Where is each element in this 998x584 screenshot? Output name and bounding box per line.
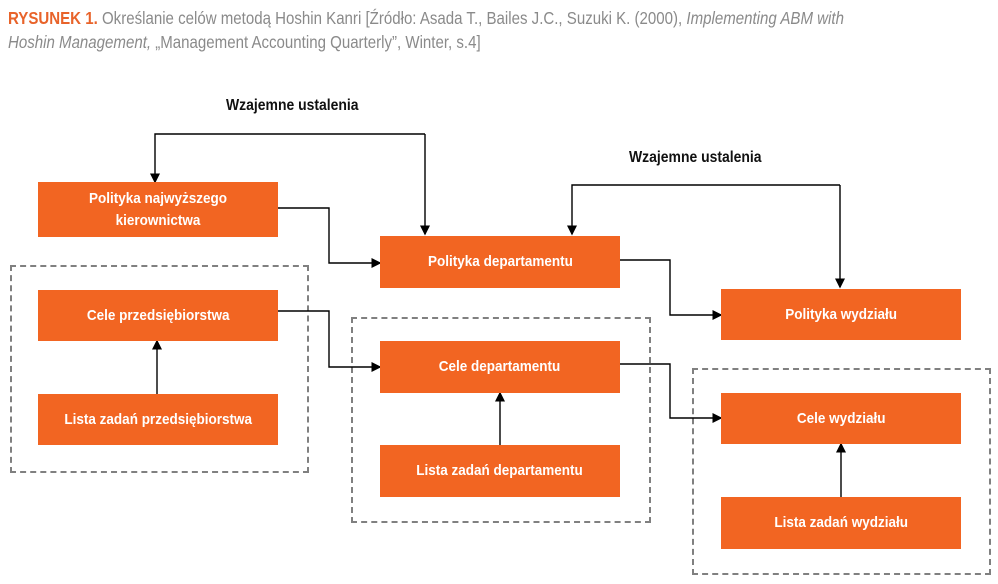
node-department-tasks: Lista zadań departamentu — [380, 445, 620, 497]
caption-label: RYSUNEK 1. — [8, 8, 98, 28]
arrow-company-to-dept-goals — [278, 310, 382, 372]
mutual-arrow-2 — [567, 184, 840, 236]
node-department-goals: Cele departamentu — [380, 341, 620, 393]
caption-text-a: Określanie celów metodą Hoshin Kanri [Źr… — [101, 8, 683, 28]
mutual-arrow-1 — [150, 133, 425, 184]
node-top-management-policy: Polityka najwyższego kierownictwa — [38, 182, 278, 237]
caption-text-b: „Management Accounting Quarterly”, Winte… — [155, 32, 481, 52]
node-division-policy: Polityka wydziału — [721, 289, 961, 340]
mutual-label-1: Wzajemne ustalenia — [226, 97, 359, 114]
caption-italic: Implementing ABM with Hoshin Management, — [8, 8, 844, 52]
figure-caption: RYSUNEK 1. Określanie celów metodą Hoshi… — [8, 6, 851, 54]
node-division-tasks: Lista zadań wydziału — [721, 497, 961, 549]
node-division-goals: Cele wydziału — [721, 393, 961, 444]
company-group — [10, 265, 309, 473]
node-company-tasks: Lista zadań przedsiębiorstwa — [38, 394, 278, 445]
division-group — [692, 368, 991, 575]
arrow-dept-to-div-goals — [620, 363, 723, 423]
arrow-top-to-dept-policy — [278, 207, 382, 268]
arrow-dept-to-div-policy — [620, 259, 723, 320]
mutual-label-2: Wzajemne ustalenia — [629, 149, 762, 166]
node-department-policy: Polityka departamentu — [380, 236, 620, 288]
department-group — [351, 317, 651, 523]
node-company-goals: Cele przedsiębiorstwa — [38, 290, 278, 341]
